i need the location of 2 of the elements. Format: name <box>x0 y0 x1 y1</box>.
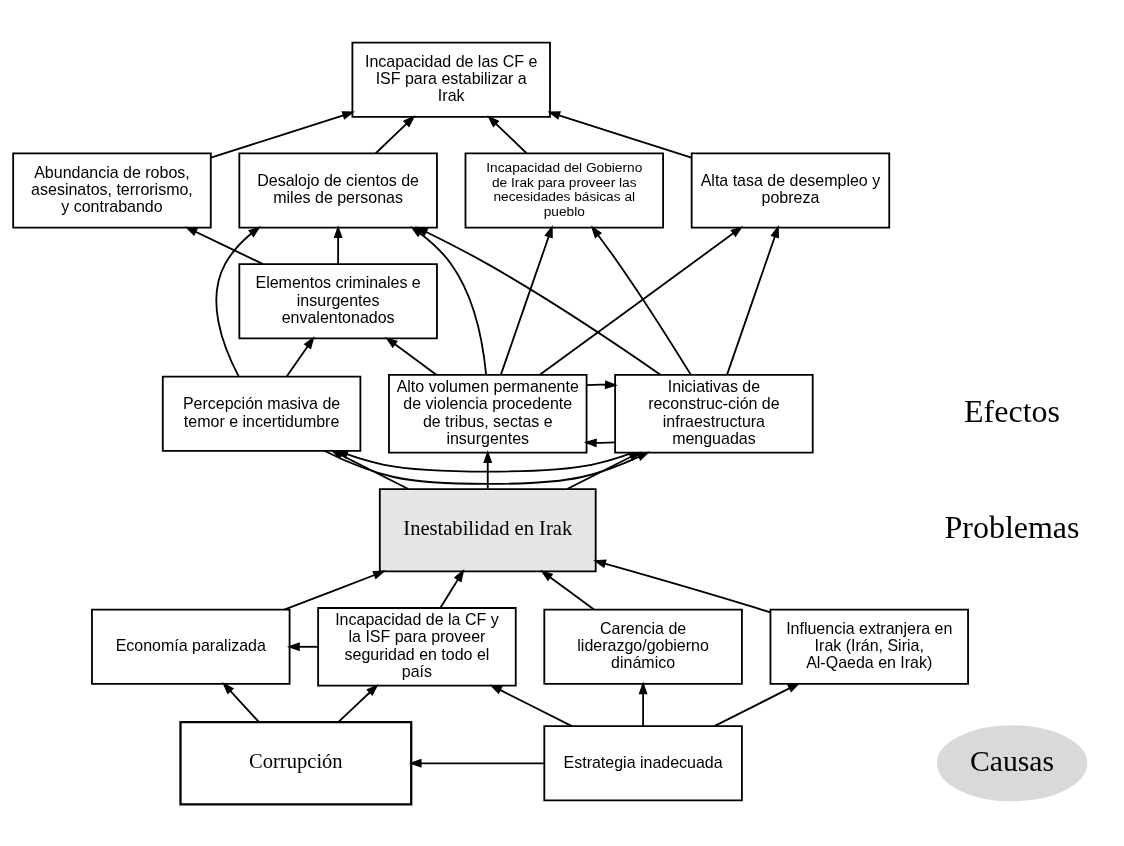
label: Problemas <box>944 509 1080 545</box>
label: Efectos <box>964 393 1060 429</box>
